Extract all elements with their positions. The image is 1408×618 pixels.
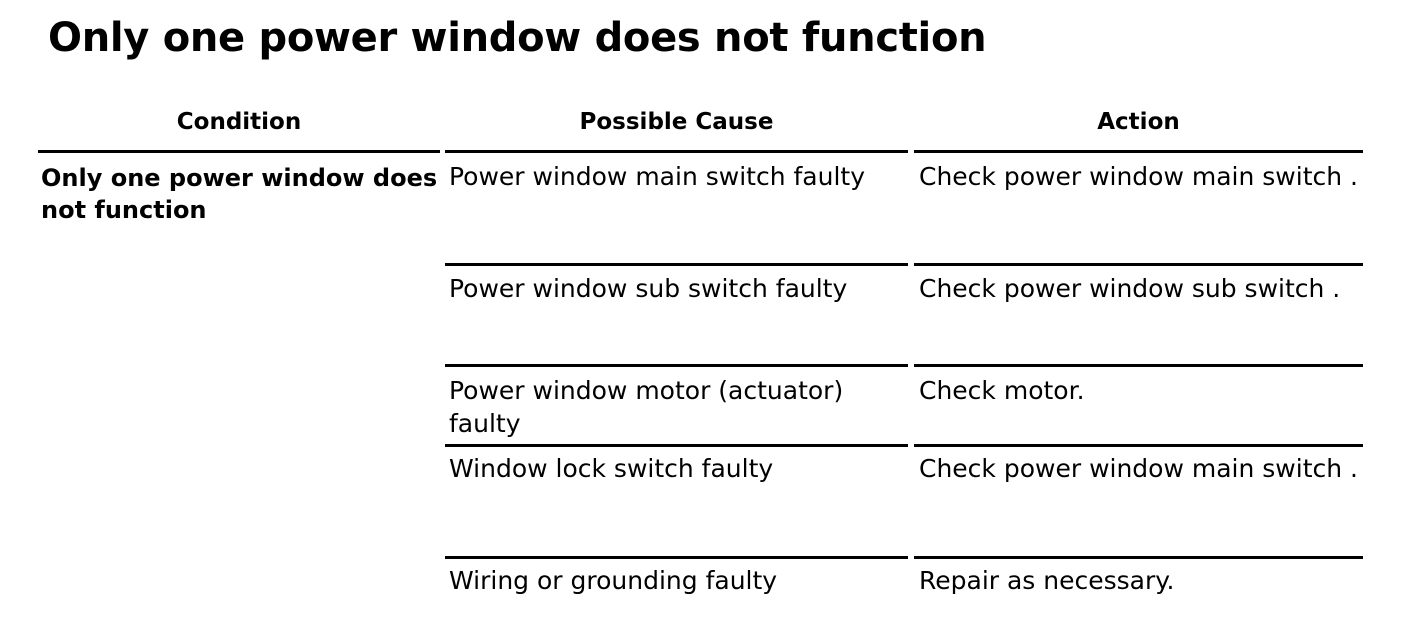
row-rule-action — [914, 444, 1363, 447]
table-cell-possible-cause: Power window main switch faulty — [449, 162, 866, 191]
row-rule-cause — [445, 263, 908, 266]
column-header-condition: Condition — [176, 109, 302, 135]
table-cell-action: Check motor. — [919, 376, 1085, 405]
row-rule-action — [914, 364, 1363, 367]
table-cell-possible-cause: Power window sub switch faulty — [449, 274, 848, 303]
row-rule-action — [914, 556, 1363, 559]
table-cell-action: Check power window main switch . — [919, 162, 1358, 191]
table-cell-action: Check power window sub switch . — [919, 274, 1341, 303]
table-cell-condition: Only one power window does not function — [41, 164, 438, 224]
table-cell-action: Check power window main switch . — [919, 454, 1358, 483]
header-rule-cause — [445, 150, 908, 153]
table-cell-possible-cause: Power window motor (actuator) faulty — [449, 376, 844, 438]
table-cell-possible-cause: Window lock switch faulty — [449, 454, 774, 483]
column-header-action: Action — [1097, 109, 1180, 135]
header-rule-condition — [38, 150, 440, 153]
table-cell-possible-cause: Wiring or grounding faulty — [449, 566, 778, 595]
row-rule-cause — [445, 364, 908, 367]
column-header-possible-cause: Possible Cause — [579, 109, 774, 135]
row-rule-cause — [445, 556, 908, 559]
page-title: Only one power window does not function — [48, 15, 987, 61]
row-rule-action — [914, 263, 1363, 266]
table-cell-action: Repair as necessary. — [919, 566, 1175, 595]
header-rule-action — [914, 150, 1363, 153]
row-rule-cause — [445, 444, 908, 447]
